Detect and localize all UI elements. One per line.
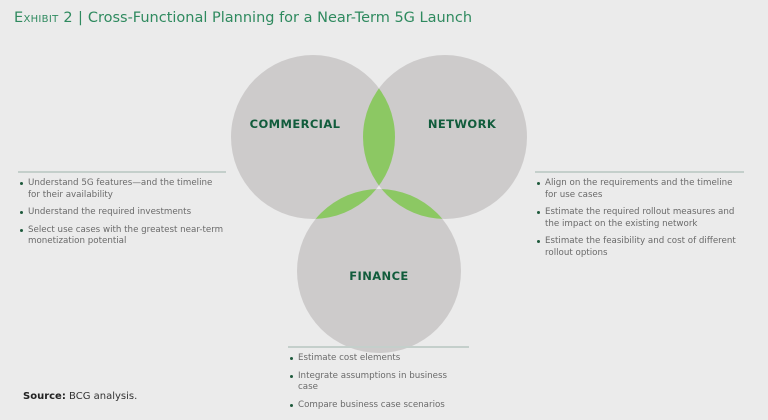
list-item: Estimate cost elements <box>288 353 469 365</box>
commercial-label: COMMERCIAL <box>250 117 341 131</box>
divider <box>288 346 469 348</box>
title-separator: | <box>77 10 83 26</box>
network-label: NETWORK <box>428 117 497 131</box>
exhibit-number: Exhibit 2 <box>14 10 73 26</box>
list-item: Select use cases with the greatest near-… <box>18 225 226 248</box>
bullet-icon <box>290 403 293 407</box>
source-note: Source: BCG analysis. <box>23 391 137 402</box>
bullet-icon <box>290 374 293 378</box>
bullet-icon <box>20 211 23 214</box>
list-item: Understand 5G features—and the timeline … <box>18 178 226 201</box>
list-item: Compare business case scenarios <box>288 400 469 412</box>
bullet-icon <box>290 357 293 360</box>
bullet-icon <box>537 182 540 185</box>
bullet-icon <box>537 211 540 214</box>
source-text: BCG analysis. <box>69 391 138 402</box>
finance-list: Estimate cost elements Integrate assumpt… <box>288 346 469 417</box>
exhibit-title: Exhibit 2|Cross-Functional Planning for … <box>14 10 472 26</box>
finance-circle <box>297 189 461 353</box>
bullet-icon <box>20 182 23 185</box>
network-list: Align on the requirements and the timeli… <box>535 171 744 265</box>
divider <box>535 171 744 173</box>
list-item: Understand the required investments <box>18 207 226 219</box>
bullet-icon <box>537 240 540 243</box>
commercial-list: Understand 5G features—and the timeline … <box>18 171 226 254</box>
list-item: Integrate assumptions in business case <box>288 371 469 394</box>
list-item: Estimate the required rollout measures a… <box>535 207 744 230</box>
list-item: Align on the requirements and the timeli… <box>535 178 744 201</box>
divider <box>18 171 226 173</box>
source-label: Source: <box>23 391 66 402</box>
bullet-icon <box>20 228 23 232</box>
commercial-circle <box>231 55 395 219</box>
list-item: Estimate the feasibility and cost of dif… <box>535 236 744 259</box>
finance-label: FINANCE <box>349 269 408 283</box>
network-circle <box>363 55 527 219</box>
title-text: Cross-Functional Planning for a Near-Ter… <box>87 10 473 26</box>
